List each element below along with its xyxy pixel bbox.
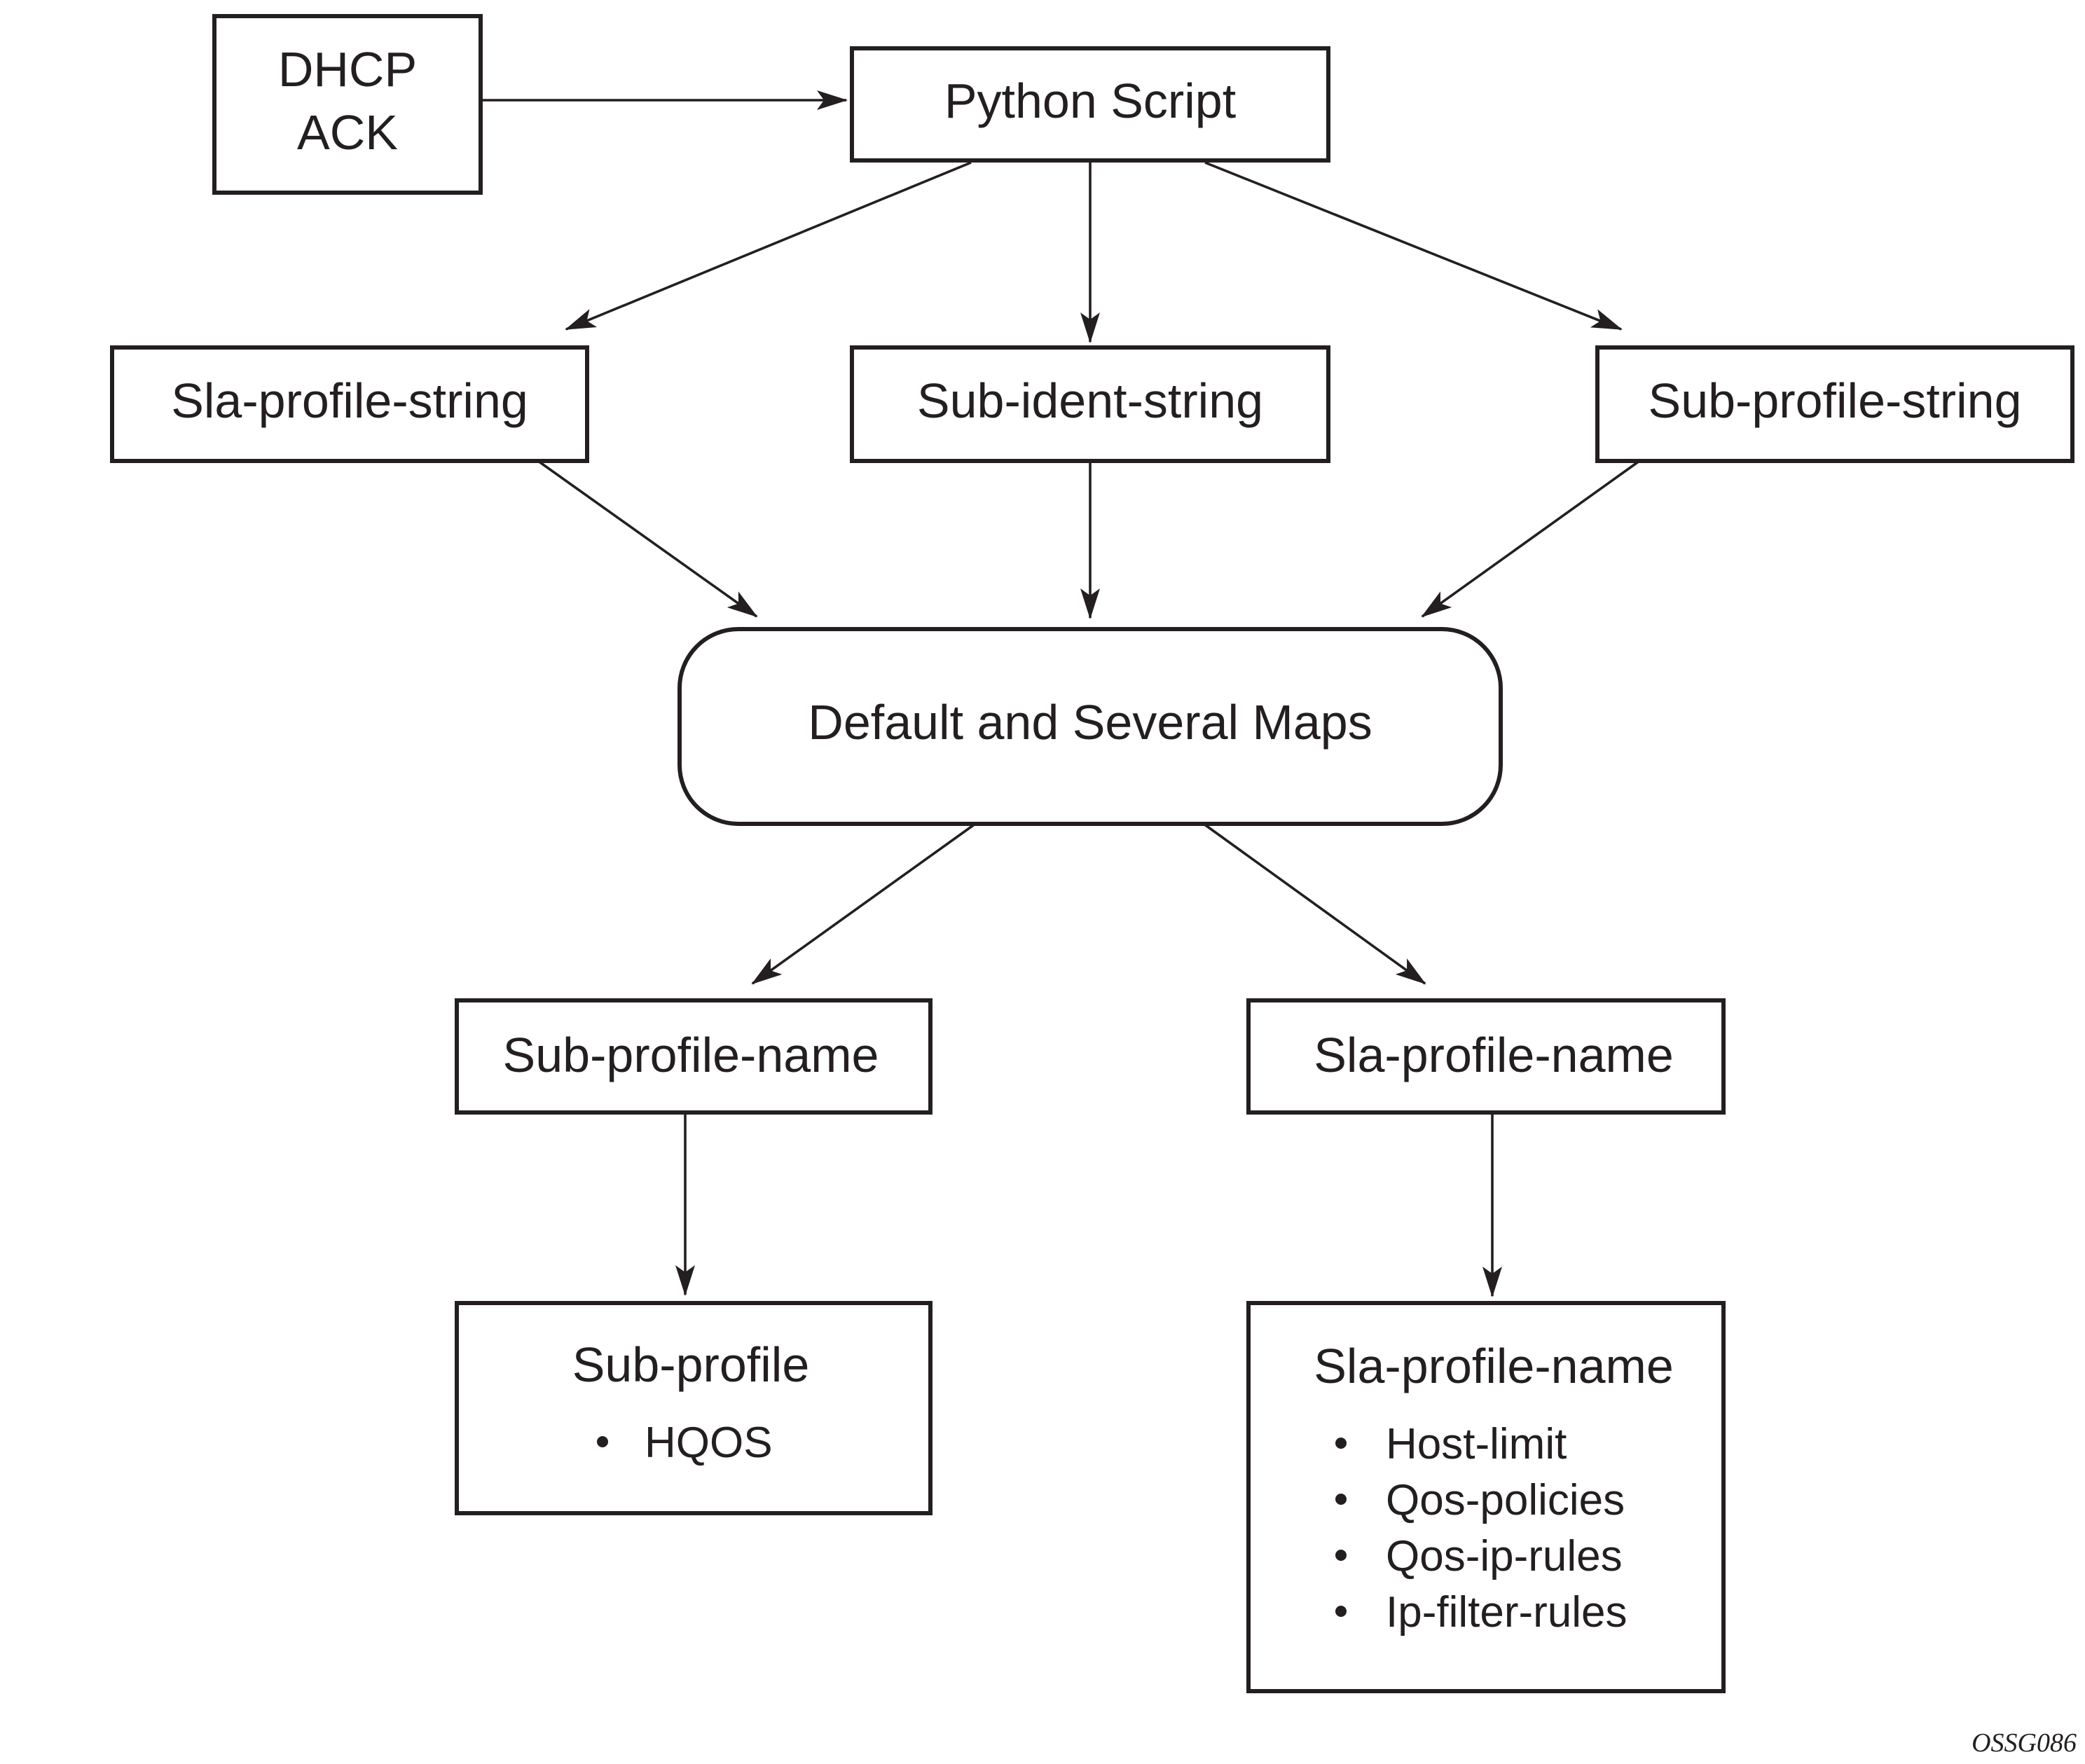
edge-sub-string-to-maps <box>1421 460 1641 618</box>
node-sla-profile-detail-item: Qos-policies <box>1386 1476 1625 1524</box>
node-python-script: Python Script <box>850 46 1330 163</box>
figure-code: OSSG086 <box>1972 1728 2077 1758</box>
edges <box>481 90 1641 1297</box>
node-dhcp-ack-box <box>212 14 483 195</box>
node-dhcp-ack: DHCP ACK <box>212 14 483 195</box>
node-sla-profile-detail-box <box>1246 1301 1726 1693</box>
node-sub-ident-string-label: Sub-ident-string <box>917 373 1263 428</box>
node-sla-profile-detail-item: Qos-ip-rules <box>1386 1532 1623 1580</box>
node-dhcp-ack-line-2: ACK <box>297 105 398 160</box>
edge-python-to-sub-string <box>1204 161 1623 331</box>
node-sub-profile-title: Sub-profile <box>572 1337 810 1392</box>
node-sla-profile-detail-item: Host-limit <box>1386 1420 1567 1468</box>
node-sub-profile-string: Sub-profile-string <box>1595 345 2074 463</box>
node-sla-profile-name-label: Sla-profile-name <box>1314 1028 1674 1082</box>
node-dhcp-ack-line-1: DHCP <box>278 42 417 97</box>
node-sla-profile-detail-title: Sla-profile-name <box>1314 1339 1674 1393</box>
edge-maps-to-sub-name <box>751 822 977 985</box>
edge-python-to-sla-string <box>565 161 972 331</box>
bullet-icon <box>1335 1550 1347 1561</box>
node-sla-profile-detail-item: Ip-filter-rules <box>1386 1588 1628 1636</box>
node-sub-profile: Sub-profile HQOS <box>455 1301 933 1515</box>
node-sub-profile-box <box>455 1301 933 1515</box>
node-sub-ident-string: Sub-ident-string <box>850 345 1330 463</box>
bullet-icon <box>1335 1606 1347 1617</box>
node-sla-profile-detail: Sla-profile-name Host-limit Qos-policies… <box>1246 1301 1726 1693</box>
edge-sla-string-to-maps <box>537 460 758 618</box>
node-maps-label: Default and Several Maps <box>808 695 1372 750</box>
node-sla-profile-string-label: Sla-profile-string <box>171 373 528 428</box>
node-maps: Default and Several Maps <box>677 627 1503 826</box>
node-sla-profile-name: Sla-profile-name <box>1246 998 1726 1115</box>
node-sla-profile-string: Sla-profile-string <box>110 345 589 463</box>
bullet-icon <box>1335 1494 1347 1505</box>
node-sub-profile-item: HQOS <box>645 1419 773 1467</box>
bullet-icon <box>597 1436 608 1447</box>
node-python-script-label: Python Script <box>944 74 1236 128</box>
node-sla-profile-name-box <box>1246 998 1726 1115</box>
bullet-icon <box>1335 1438 1347 1449</box>
node-sla-profile-string-box <box>110 345 589 463</box>
node-sub-profile-string-box <box>1595 345 2074 463</box>
node-sub-profile-name-label: Sub-profile-name <box>503 1028 879 1082</box>
node-sub-profile-name: Sub-profile-name <box>455 998 933 1115</box>
node-sub-profile-string-label: Sub-profile-string <box>1649 373 2022 428</box>
edge-maps-to-sla-name <box>1202 822 1426 985</box>
node-python-script-box <box>850 46 1330 163</box>
node-sub-ident-string-box <box>850 345 1330 463</box>
node-sub-profile-name-box <box>455 998 933 1115</box>
node-maps-box <box>677 627 1503 826</box>
